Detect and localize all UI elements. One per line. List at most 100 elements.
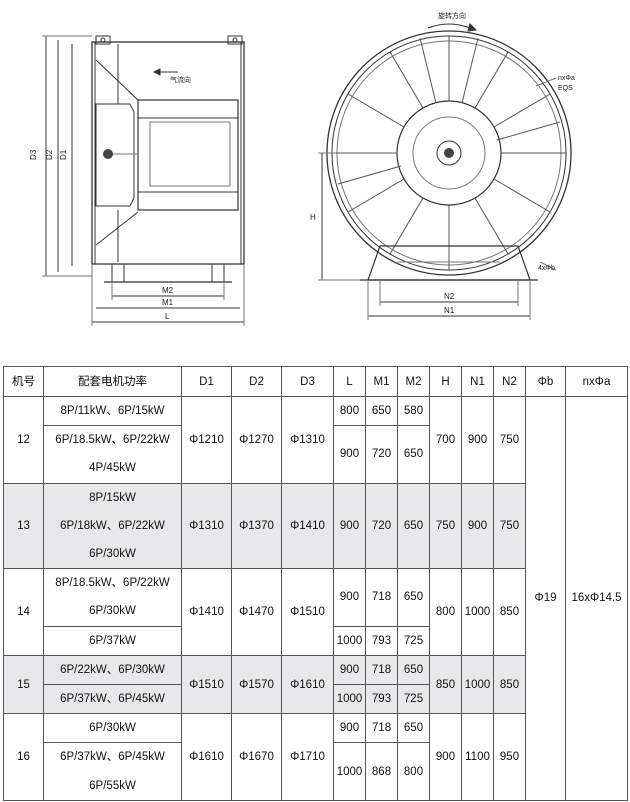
col-header: M1	[365, 366, 398, 397]
h-cell: 900	[429, 713, 462, 801]
col-header: Φb	[525, 366, 566, 397]
h-cell: 800	[429, 568, 462, 656]
dim-l-label: L	[165, 312, 170, 321]
m2-cell: 650	[397, 654, 430, 686]
col-header: nxΦa	[565, 366, 628, 397]
fan-number-cell: 16	[3, 713, 44, 801]
motor-line: 8P/11kW、6P/15kW	[60, 405, 165, 417]
n1-cell: 900	[461, 396, 494, 484]
motor-power-cell: 6P/22kW、6P/30kW	[43, 654, 182, 686]
col-header: 配套电机功率	[43, 366, 182, 397]
l-cell: 900	[333, 425, 366, 484]
m1-cell: 718	[365, 654, 398, 686]
col-header: 机号	[3, 366, 44, 397]
d1-cell: Φ1210	[181, 396, 232, 484]
col-header: M2	[397, 366, 430, 397]
m1-cell: 720	[365, 425, 398, 484]
m1-cell: 718	[365, 713, 398, 744]
nx-phi-a-cell: 16xΦ14.5	[565, 396, 628, 801]
dim-d1-label: D1	[59, 149, 68, 160]
col-header: D3	[281, 366, 334, 397]
d1-cell: Φ1310	[181, 482, 232, 570]
d3-cell: Φ1310	[281, 396, 334, 484]
m2-cell: 650	[397, 568, 430, 627]
motor-line: 6P/22kW、6P/30kW	[60, 663, 165, 676]
motor-line: 6P/18.5kW、6P/22kW	[55, 434, 170, 447]
motor-line: 4P/45kW	[89, 462, 136, 475]
d1-cell: Φ1410	[181, 568, 232, 656]
col-header: N2	[493, 366, 526, 397]
m1-cell: 718	[365, 568, 398, 627]
dim-n2-label: N2	[444, 292, 455, 301]
motor-line: 6P/37kW、6P/45kW	[60, 693, 165, 706]
h-cell: 700	[429, 396, 462, 484]
m2-cell: 650	[397, 713, 430, 744]
fan-number-cell: 14	[3, 568, 44, 656]
l-cell: 900	[333, 713, 366, 744]
n1-cell: 900	[461, 482, 494, 570]
n2-cell: 850	[493, 654, 526, 715]
m2-cell: 800	[397, 742, 430, 801]
side-view	[42, 35, 245, 326]
n1-cell: 1000	[461, 568, 494, 656]
d1-cell: Φ1610	[181, 713, 232, 801]
fan-number-cell: 13	[3, 482, 44, 570]
l-cell: 900	[333, 654, 366, 686]
motor-line: 6P/30kW	[89, 722, 136, 735]
holes-label: nxΦa	[558, 75, 575, 82]
phi-b-cell: Φ19	[525, 396, 566, 801]
l-cell: 900	[333, 568, 366, 627]
m2-cell: 580	[397, 395, 430, 427]
fan-drawing-svg: D3 D2 D1 气流向 M2 M1 L 旋转方向 nxΦa EQS H 4xΦ…	[29, 11, 575, 326]
motor-power-cell: 6P/30kW	[43, 713, 182, 744]
n2-cell: 850	[493, 568, 526, 656]
dim-n1-label: N1	[444, 306, 455, 315]
m1-cell: 650	[365, 395, 398, 427]
dim-h-label: H	[310, 213, 316, 222]
spec-table: 机号 配套电机功率 D1 D2 D3 L M1 M2 H N1 N2 Φb nx…	[3, 366, 628, 801]
d2-cell: Φ1570	[231, 654, 282, 715]
m1-cell: 868	[365, 742, 398, 801]
motor-power-cell: 8P/18.5kW、6P/22kW 6P/30kW	[43, 568, 182, 627]
n1-cell: 1100	[461, 713, 494, 801]
dim-d3-label: D3	[29, 149, 38, 160]
col-header: D1	[181, 366, 232, 397]
motor-line: 6P/37kW	[89, 634, 136, 647]
m2-cell: 650	[397, 482, 430, 570]
motor-line: 8P/18.5kW、6P/22kW	[55, 577, 170, 590]
l-cell: 1000	[333, 684, 366, 715]
rotation-label: 旋转方向	[438, 11, 466, 20]
motor-line: 6P/18kW、6P/22kW	[60, 519, 165, 532]
d2-cell: Φ1670	[231, 713, 282, 801]
table-header-row: 机号 配套电机功率 D1 D2 D3 L M1 M2 H N1 N2 Φb nx…	[3, 366, 628, 397]
fan-number-cell: 15	[3, 654, 44, 715]
d3-cell: Φ1710	[281, 713, 334, 801]
d2-cell: Φ1370	[231, 482, 282, 570]
motor-line: 6P/30kW	[89, 605, 136, 618]
motor-line: 6P/55kW	[89, 779, 136, 792]
d3-cell: Φ1510	[281, 568, 334, 656]
airflow-label: 气流向	[170, 75, 191, 84]
col-header: L	[333, 366, 366, 397]
m2-cell: 725	[397, 684, 430, 715]
motor-power-cell: 8P/11kW、6P/15kW	[43, 395, 182, 427]
h-cell: 750	[429, 482, 462, 570]
n2-cell: 750	[493, 482, 526, 570]
d3-cell: Φ1410	[281, 482, 334, 570]
dim-d2-label: D2	[45, 149, 54, 160]
m1-cell: 793	[365, 625, 398, 656]
motor-power-cell: 6P/37kW	[43, 625, 182, 656]
m1-cell: 793	[365, 684, 398, 715]
l-cell: 800	[333, 395, 366, 427]
col-header: D2	[231, 366, 282, 397]
motor-power-cell: 6P/18.5kW、6P/22kW 4P/45kW	[43, 425, 182, 484]
n2-cell: 950	[493, 713, 526, 801]
